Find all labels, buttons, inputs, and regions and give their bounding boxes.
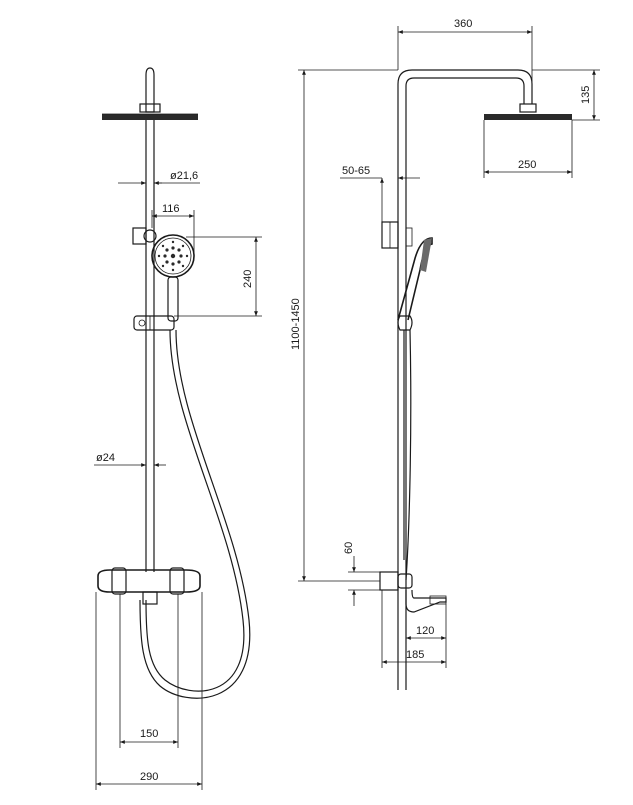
dim-inlet-height: 60 — [343, 542, 380, 606]
dim-head-drop: 135 — [532, 69, 600, 121]
dim-pipe-diameter-lower: ø24 — [94, 452, 166, 467]
dim-label-pipe-diameter-lower: ø24 — [96, 452, 115, 464]
mixer-spout-side — [379, 571, 447, 613]
dim-label-hand-shower-height: 240 — [242, 270, 254, 288]
overhead-arm-side — [397, 69, 533, 690]
dim-label-overall-width: 290 — [140, 771, 158, 783]
slider-bracket-front — [133, 315, 175, 331]
dim-wall-offset: 50-65 — [340, 165, 420, 222]
riser-pipe-front — [145, 120, 155, 572]
dim-label-arm-reach: 360 — [454, 18, 472, 30]
dim-total-height: 1100-1450 — [290, 69, 398, 582]
hose-side — [403, 329, 412, 581]
diverter-side — [381, 221, 413, 249]
dim-label-total-height: 1100-1450 — [290, 298, 302, 350]
dim-label-pipe-diameter-top: ø21,6 — [170, 170, 198, 182]
rain-shower-head-side — [484, 103, 572, 120]
rain-shower-head-front — [102, 67, 198, 120]
dim-label-wall-offset: 50-65 — [342, 165, 370, 177]
thermostatic-mixer-front — [97, 567, 201, 605]
dim-pipe-diameter-top: ø21,6 — [118, 170, 200, 185]
dim-label-valve-spacing: 150 — [140, 728, 158, 740]
dim-spout-depth: 120 — [405, 604, 447, 644]
dim-arm-reach: 360 — [397, 18, 533, 104]
dim-label-head-drop: 135 — [580, 86, 592, 104]
side-view: 360 135 250 50-65 1100-1450 — [290, 18, 600, 690]
dim-label-head-diameter: 250 — [518, 159, 536, 171]
dim-label-hand-shower-width: 116 — [162, 203, 180, 215]
dim-label-base-depth: 185 — [406, 649, 424, 661]
dim-overall-width: 290 — [95, 592, 203, 790]
hose-front — [139, 329, 251, 699]
hand-shower-head-front — [151, 234, 195, 322]
dim-label-inlet-height: 60 — [343, 542, 355, 554]
dim-base-depth: 185 — [381, 590, 447, 668]
diverter-front — [132, 227, 157, 245]
hand-shower-side — [397, 237, 433, 331]
dim-label-spout-depth: 120 — [416, 625, 434, 637]
dim-hand-shower-width: 116 — [151, 203, 195, 256]
front-view: ø21,6 116 240 ø24 150 — [94, 67, 262, 790]
dim-hand-shower-height: 240 — [174, 236, 262, 317]
dim-head-diameter: 250 — [483, 120, 573, 178]
dim-valve-spacing: 150 — [119, 600, 179, 748]
